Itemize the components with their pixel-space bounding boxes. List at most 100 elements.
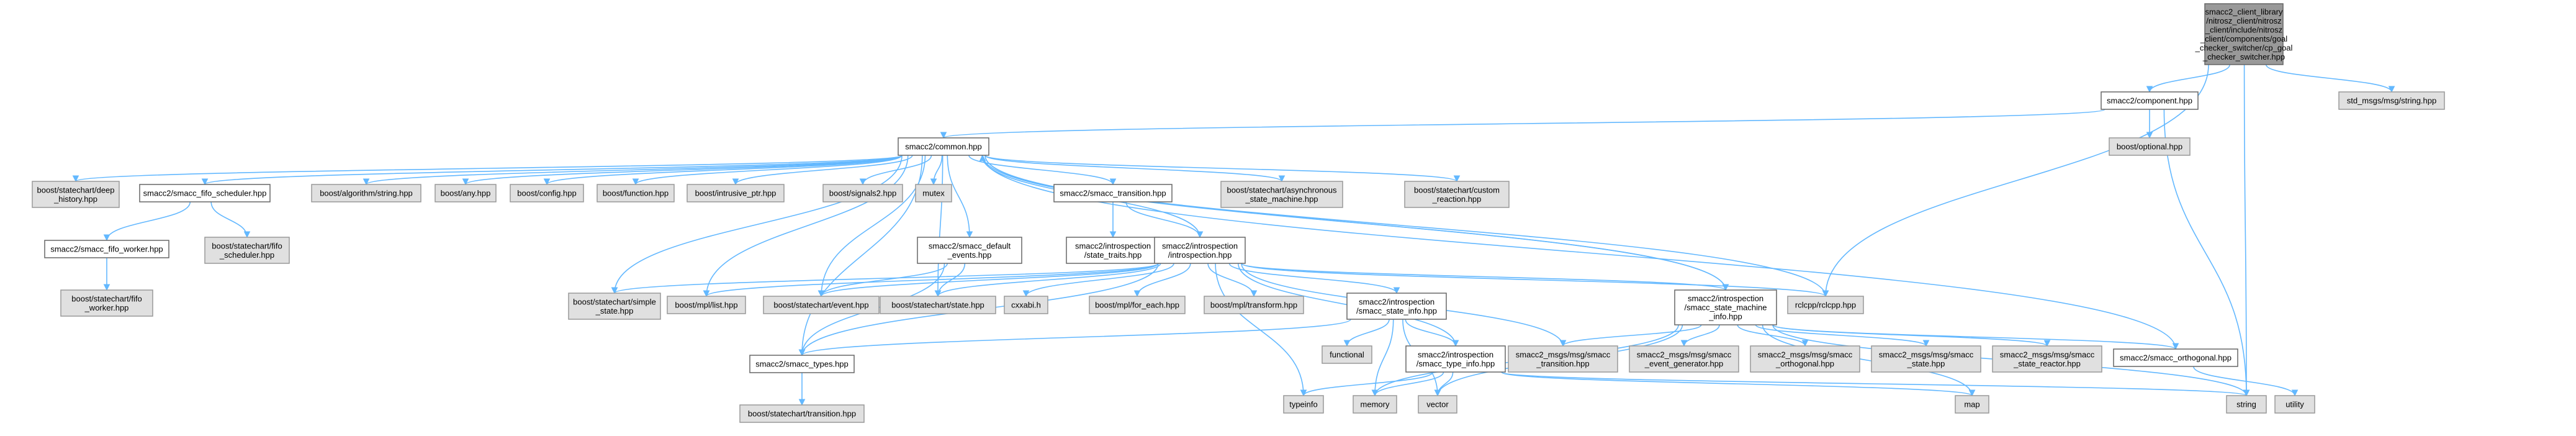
edge-root-to-component (2149, 64, 2230, 93)
node-box (204, 237, 290, 264)
node-fifo-scheduler[interactable]: smacc2/smacc_fifo_scheduler.hpp (139, 184, 271, 202)
arrowhead-common-to-function (632, 178, 639, 186)
edge-common-to-algorithm (366, 155, 903, 185)
arrowhead-introspection-to-state_info (1393, 287, 1400, 294)
node-box (60, 289, 153, 317)
node-custom-reaction: boost/statechart/custom_reaction.hpp (1404, 181, 1510, 208)
node-label-line: smacc2/common.hpp (905, 142, 982, 152)
arrowhead-type_info-to-string (2243, 389, 2250, 397)
node-sm-info[interactable]: smacc2/introspection/smacc_state_machine… (1674, 289, 1777, 325)
node-box (2109, 137, 2191, 156)
arrowhead-fifo_worker-to-sc_fifo_worker (103, 284, 110, 291)
edge-type_info-to-string (1501, 371, 2247, 396)
node-root[interactable]: smacc2_client_library/nitrosz_client/nit… (2195, 3, 2293, 65)
node-default-events[interactable]: smacc2/smacc_default_events.hpp (917, 237, 1022, 264)
node-box (1004, 296, 1048, 314)
node-box (1053, 184, 1173, 202)
node-simple-state: boost/statechart/simple_state.hpp (568, 293, 661, 320)
node-optional: boost/optional.hpp (2109, 137, 2191, 156)
arrowhead-introspection-to-transform (1250, 290, 1258, 297)
edge-introspection-to-sc_event (821, 263, 1159, 297)
node-utility: utility (2274, 395, 2315, 414)
edge-type_info-to-vector (1437, 371, 1454, 396)
edge-common-to-async_sm (984, 155, 1282, 182)
edge-fifo_scheduler-to-fifo_worker (106, 201, 191, 241)
edge-introspection-to-transform (1207, 263, 1254, 297)
edge-sm_info-to-msg_event_gen (1683, 324, 1720, 347)
arrowhead-fifo_scheduler-to-fifo_worker (103, 234, 110, 242)
node-label-line: typeinfo (1289, 400, 1318, 409)
node-label-line: smacc2/introspection (1075, 241, 1151, 250)
node-smacc-types[interactable]: smacc2/smacc_types.hpp (749, 355, 855, 373)
arrowhead-sm_info-to-msg_orthogonal (1801, 340, 1809, 347)
node-component[interactable]: smacc2/component.hpp (2101, 91, 2199, 110)
node-msg-state: smacc2_msgs/msg/smacc_state.hpp (1871, 345, 1981, 373)
edge-common-to-intrusive (735, 155, 913, 185)
edge-root-to-std_msgs (2265, 64, 2392, 93)
edge-common-to-smacc_transition (968, 155, 1114, 185)
node-label-line: _state.hpp (595, 306, 634, 316)
edge-type_info-to-typeinfo (1303, 371, 1434, 396)
node-label-line: boost/statechart/asynchronous (1227, 185, 1337, 194)
node-string: string (2226, 395, 2267, 414)
node-state-info[interactable]: smacc2/introspection/smacc_state_info.hp… (1346, 293, 1447, 320)
node-label-line: smacc2_msgs/msg/smacc (1637, 350, 1732, 359)
edge-state_info-to-smacc_types (801, 319, 1351, 356)
node-box (2226, 395, 2267, 414)
node-map: map (1955, 395, 1989, 414)
node-box (1154, 237, 1246, 264)
node-label-line: boost/mpl/list.hpp (675, 301, 737, 310)
node-smacc-transition[interactable]: smacc2/smacc_transition.hpp (1053, 184, 1173, 202)
node-msg-orthogonal: smacc2_msgs/msg/smacc_orthogonal.hpp (1750, 345, 1860, 373)
node-box (2338, 91, 2445, 110)
node-label-line: _state_machine.hpp (1245, 194, 1318, 204)
edge-introspection-to-simple_state (614, 263, 1159, 294)
node-vector: vector (1418, 395, 1457, 414)
node-box (1787, 296, 1864, 314)
node-label-line: boost/intrusive_ptr.hpp (695, 189, 777, 198)
edge-sm_info-to-smacc_orthogonal (1772, 324, 2176, 350)
edge-component-to-string (2163, 109, 2247, 396)
arrowhead-introspection-to-mpl_list (703, 290, 710, 297)
edge-smacc_orthogonal-to-utility (2193, 366, 2295, 396)
node-label-line: smacc2_msgs/msg/smacc (2000, 350, 2095, 359)
node-label-line: smacc2/introspection (1359, 297, 1434, 306)
node-label-line: cxxabi.h (1011, 301, 1041, 310)
arrowhead-sm_info-to-msg_state (1922, 340, 1930, 347)
node-state-traits[interactable]: smacc2/introspection/state_traits.hpp (1066, 237, 1160, 264)
node-box (44, 240, 169, 258)
node-sc-fifo-scheduler: boost/statechart/fifo_scheduler.hpp (204, 237, 290, 264)
node-sc-fifo-worker: boost/statechart/fifo_worker.hpp (60, 289, 153, 317)
node-box (2101, 91, 2199, 110)
node-mutex: mutex (915, 184, 952, 202)
node-label-line: boost/statechart/custom (1414, 185, 1500, 194)
node-box (917, 237, 1022, 264)
node-label-line: smacc2_msgs/msg/smacc (1879, 350, 1974, 359)
edge-common-to-sc_state (937, 155, 943, 297)
node-common[interactable]: smacc2/common.hpp (898, 137, 989, 156)
node-smacc-orthogonal[interactable]: smacc2/smacc_orthogonal.hpp (2113, 348, 2238, 367)
node-label-line: _state_reactor.hpp (2013, 359, 2081, 368)
arrowhead-smacc_types-to-sc_transition (798, 399, 806, 406)
node-label-line: smacc2/introspection (1688, 294, 1763, 303)
node-label-line: smacc2_msgs/msg/smacc (1758, 350, 1853, 359)
node-fifo-worker[interactable]: smacc2/smacc_fifo_worker.hpp (44, 240, 169, 258)
edge-common-to-default_events (947, 155, 970, 238)
node-type-info[interactable]: smacc2/introspection/smacc_type_info.hpp (1405, 345, 1506, 373)
node-label-line: /introspection.hpp (1168, 250, 1232, 260)
edge-state_info-to-memory (1374, 319, 1394, 396)
node-box (1346, 293, 1447, 320)
node-box (311, 184, 421, 202)
node-label-line: smacc2/smacc_default (929, 241, 1011, 250)
node-label-line: boost/mpl/for_each.hpp (1095, 301, 1179, 310)
node-label-line: boost/statechart/state.hpp (891, 301, 984, 310)
arrowhead-type_info-to-vector (1434, 389, 1441, 397)
node-introspection[interactable]: smacc2/introspection/introspection.hpp (1154, 237, 1246, 264)
node-label-line: smacc2/smacc_orthogonal.hpp (2120, 353, 2231, 363)
nodes-layer: smacc2_client_library/nitrosz_client/nit… (32, 3, 2445, 423)
arrowhead-root-to-std_msgs (2388, 86, 2395, 93)
node-box (510, 184, 584, 202)
node-any: boost/any.hpp (435, 184, 497, 202)
node-box (1405, 345, 1506, 373)
